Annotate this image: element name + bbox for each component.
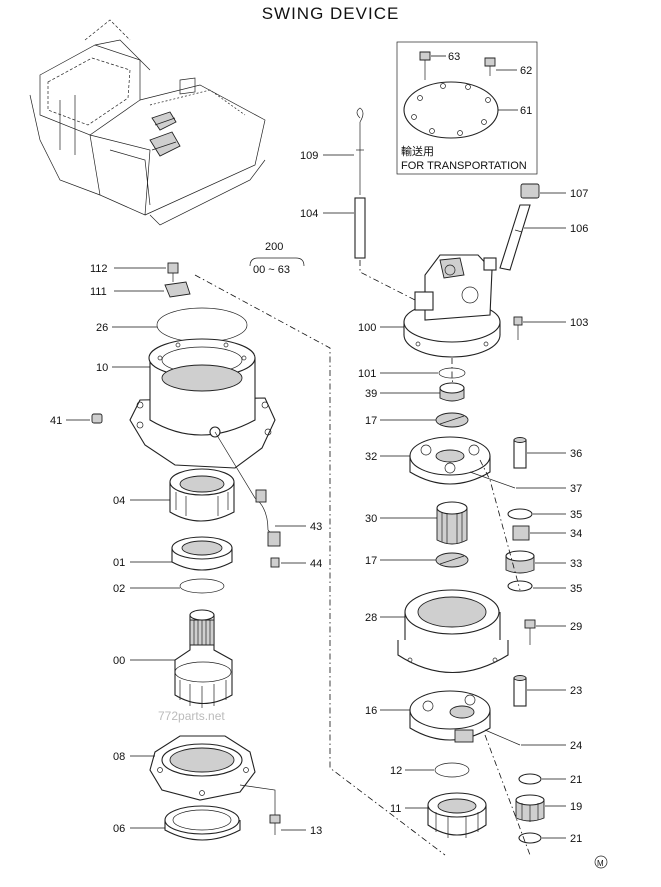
thrust-plate-35-lower — [507, 580, 566, 592]
label-33: 33 — [570, 558, 582, 570]
label-01: 01 — [113, 557, 125, 569]
plug-41 — [66, 413, 103, 424]
label-62: 62 — [520, 65, 532, 77]
label-35-lower: 35 — [570, 583, 582, 595]
transport-label-en: FOR TRANSPORTATION — [401, 160, 527, 172]
pin-36 — [513, 437, 566, 469]
thrust-plate-21-lower — [518, 832, 566, 844]
excavator-thumbnail — [29, 19, 266, 226]
needle-bearing-34 — [512, 525, 566, 541]
label-37: 37 — [570, 483, 582, 495]
label-109: 109 — [300, 150, 318, 162]
label-34: 34 — [570, 528, 582, 540]
label-26: 26 — [96, 322, 108, 334]
label-103: 103 — [570, 317, 588, 329]
transportation-cover-box — [396, 41, 538, 175]
label-17-upper: 17 — [365, 415, 377, 427]
carrier-16 — [380, 690, 491, 743]
label-43: 43 — [310, 521, 322, 533]
label-08: 08 — [113, 751, 125, 763]
label-32: 32 — [365, 451, 377, 463]
ring-101 — [380, 367, 466, 379]
washer-17-lower — [380, 552, 469, 568]
corner-mark: M — [594, 855, 608, 869]
label-36: 36 — [570, 448, 582, 460]
label-100: 100 — [358, 322, 376, 334]
swing-motor — [380, 254, 566, 358]
bolt-112 — [114, 262, 179, 282]
label-17-lower: 17 — [365, 555, 377, 567]
assembly-number: 200 — [265, 241, 283, 253]
dipstick-and-pipe — [323, 107, 416, 301]
label-112: 112 — [90, 263, 108, 275]
needle-roller-19 — [515, 794, 566, 822]
label-16: 16 — [365, 705, 377, 717]
page-title: SWING DEVICE — [261, 4, 400, 23]
seal-01 — [130, 536, 233, 571]
label-44: 44 — [310, 558, 322, 570]
plug-44 — [270, 557, 306, 568]
label-02: 02 — [113, 583, 125, 595]
gear-30 — [380, 501, 468, 545]
gear-33 — [505, 550, 566, 574]
bolt-13 — [239, 784, 306, 835]
label-28: 28 — [365, 612, 377, 624]
label-21-lower: 21 — [570, 833, 582, 845]
housing-10 — [112, 338, 276, 469]
label-29: 29 — [570, 621, 582, 633]
hose-43 — [214, 431, 306, 547]
label-41: 41 — [50, 415, 62, 427]
label-30: 30 — [365, 513, 377, 525]
carrier-32 — [380, 436, 491, 485]
label-106: 106 — [570, 223, 588, 235]
label-107: 107 — [570, 188, 588, 200]
label-104: 104 — [300, 208, 318, 220]
label-61: 61 — [520, 105, 532, 117]
label-111: 111 — [90, 286, 107, 298]
watermark: 772parts.net — [158, 709, 225, 723]
thrust-plate-35-upper — [507, 508, 566, 520]
label-39: 39 — [365, 388, 377, 400]
assembly-range: 00 ~ 63 — [253, 264, 290, 276]
breather-and-tube — [499, 183, 566, 271]
bearing-04 — [130, 468, 235, 522]
ring-gear-28 — [380, 589, 509, 674]
label-10: 10 — [96, 362, 108, 374]
thrust-plate-21-upper — [518, 773, 566, 785]
transport-label-jp: 輸送用 — [401, 144, 434, 158]
flange-08 — [130, 735, 256, 801]
bearing-11 — [405, 792, 487, 838]
label-11: 11 — [390, 803, 401, 815]
bolt-29 — [524, 619, 566, 645]
label-12: 12 — [390, 765, 402, 777]
label-06: 06 — [113, 823, 125, 835]
label-21-upper: 21 — [570, 774, 582, 786]
label-04: 04 — [113, 495, 125, 507]
gear-39 — [380, 382, 465, 402]
label-23: 23 — [570, 685, 582, 697]
snap-ring-12 — [405, 762, 470, 778]
label-101: 101 — [358, 368, 376, 380]
spring-pin-24 — [484, 729, 566, 746]
pin-23 — [513, 675, 566, 707]
plate-111 — [114, 281, 191, 298]
label-35-upper: 35 — [570, 509, 582, 521]
shaft-00 — [130, 609, 233, 708]
label-13: 13 — [310, 825, 322, 837]
spring-pin-37 — [469, 471, 566, 489]
label-19: 19 — [570, 801, 582, 813]
corner-mark-letter: M — [597, 859, 604, 868]
seal-06 — [130, 805, 241, 841]
label-24: 24 — [570, 740, 582, 752]
o-ring-26 — [112, 307, 248, 343]
washer-17-upper — [380, 412, 469, 428]
label-00: 00 — [113, 655, 125, 667]
label-63: 63 — [448, 51, 460, 63]
ring-02 — [130, 578, 225, 594]
